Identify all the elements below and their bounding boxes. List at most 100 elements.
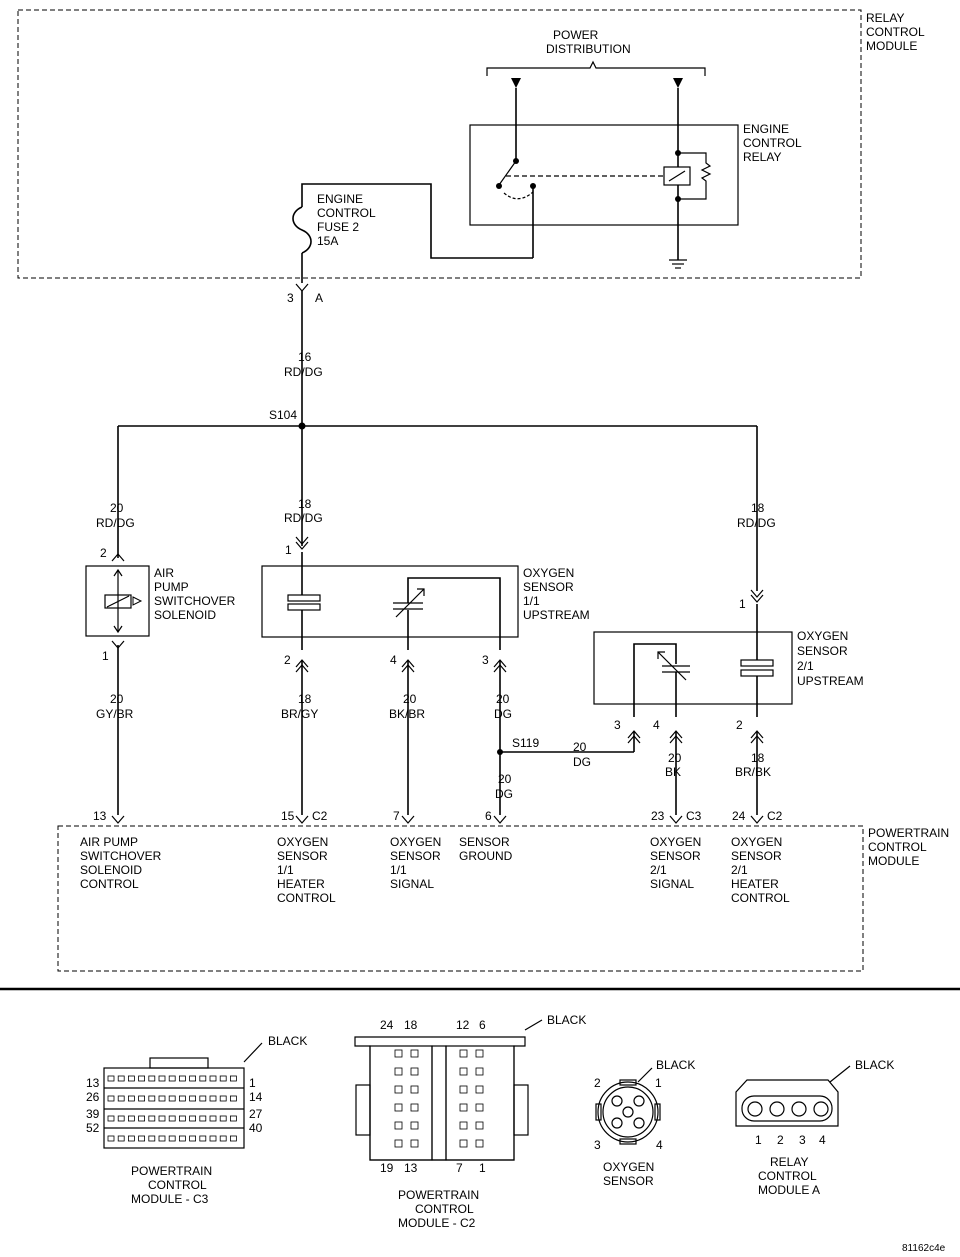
svg-text:HEATER: HEATER xyxy=(731,877,779,891)
pin-cavity xyxy=(219,1095,227,1102)
svg-text:MODULE A: MODULE A xyxy=(758,1183,820,1197)
svg-text:OXYGEN: OXYGEN xyxy=(731,835,782,849)
svg-text:26: 26 xyxy=(86,1090,100,1104)
pin-cavity xyxy=(199,1095,207,1102)
svg-text:OXYGEN: OXYGEN xyxy=(390,835,441,849)
svg-text:MODULE - C3: MODULE - C3 xyxy=(131,1192,209,1206)
pin-cavity xyxy=(219,1075,227,1082)
pin-cavity xyxy=(189,1115,197,1122)
pin-cavity xyxy=(459,1103,468,1112)
svg-text:18: 18 xyxy=(298,692,312,706)
pcm-pin-13: 13 AIR PUMP SWITCHOVER SOLENOID CONTROL xyxy=(80,809,162,891)
svg-text:15: 15 xyxy=(281,809,295,823)
pin-cavity xyxy=(158,1095,166,1102)
svg-text:DG: DG xyxy=(495,787,513,801)
svg-text:20: 20 xyxy=(110,501,124,515)
svg-text:13: 13 xyxy=(93,809,107,823)
pin-cavity xyxy=(394,1049,403,1058)
pcm-pin-15: 15 C2 OXYGEN SENSOR 1/1 HEATER CONTROL xyxy=(277,809,336,905)
pin-cavity xyxy=(148,1135,156,1142)
svg-text:RELAY: RELAY xyxy=(770,1155,808,1169)
variable-resistor-icon xyxy=(393,588,425,650)
o2-downstream-pin-1 xyxy=(750,589,764,603)
svg-text:SWITCHOVER: SWITCHOVER xyxy=(154,594,236,608)
svg-text:CONTROL: CONTROL xyxy=(415,1202,474,1216)
svg-text:SENSOR: SENSOR xyxy=(390,849,441,863)
pin-cavity xyxy=(475,1103,484,1112)
pin-cavity xyxy=(459,1139,468,1148)
o2-upstream-wire-signal-label: 20 BK/BR xyxy=(389,692,425,721)
pcm-c2-connector-view: BLACK 24 18 12 6 19 13 7 1 POWERTRAIN CO… xyxy=(354,1013,586,1230)
fuse-connector-pin-number: 3 xyxy=(287,291,294,305)
pin-cavity xyxy=(219,1135,227,1142)
svg-text:1: 1 xyxy=(655,1076,662,1090)
o2-downstream-pin-1-label: 1 xyxy=(739,597,746,611)
pcm-c3-connector-view: BLACK 13 26 39 52 1 14 27 40 POWERTRAIN … xyxy=(86,1034,307,1206)
svg-text:CONTROL: CONTROL xyxy=(148,1178,207,1192)
svg-text:BR/GY: BR/GY xyxy=(281,707,318,721)
svg-text:16: 16 xyxy=(298,350,312,364)
pin-cavity xyxy=(117,1115,125,1122)
relay-control-module-boundary xyxy=(17,9,862,279)
svg-text:SIGNAL: SIGNAL xyxy=(390,877,434,891)
svg-text:SENSOR: SENSOR xyxy=(603,1174,654,1188)
pin-cavity xyxy=(138,1135,146,1142)
svg-text:CONTROL: CONTROL xyxy=(868,840,927,854)
svg-text:MODULE - C2: MODULE - C2 xyxy=(398,1216,476,1230)
powertrain-control-module-label: POWERTRAIN CONTROL MODULE xyxy=(868,826,949,868)
o2-downstream-wire-ground-label: 20 DG xyxy=(573,740,591,769)
svg-text:2: 2 xyxy=(594,1076,601,1090)
heater-element-icon xyxy=(287,552,321,650)
pin-cavity xyxy=(138,1075,146,1082)
pin-cavity xyxy=(410,1139,419,1148)
splice-s104-label: S104 xyxy=(269,408,297,422)
svg-text:20: 20 xyxy=(498,772,512,786)
svg-text:OXYGEN: OXYGEN xyxy=(277,835,328,849)
svg-text:20: 20 xyxy=(110,692,124,706)
pin-cavity xyxy=(117,1095,125,1102)
pin-cavity xyxy=(199,1075,207,1082)
pin-cavity xyxy=(475,1067,484,1076)
svg-text:ENGINE: ENGINE xyxy=(743,122,789,136)
svg-text:12: 12 xyxy=(456,1018,470,1032)
svg-text:2/1: 2/1 xyxy=(731,863,748,877)
svg-text:6: 6 xyxy=(479,1018,486,1032)
svg-text:20: 20 xyxy=(573,740,587,754)
heater-element-2-icon xyxy=(740,604,774,717)
svg-text:3: 3 xyxy=(594,1138,601,1152)
pin-cavity xyxy=(127,1075,135,1082)
air-pump-solenoid-icon xyxy=(104,568,143,634)
pin-cavity xyxy=(158,1115,166,1122)
svg-text:GY/BR: GY/BR xyxy=(96,707,134,721)
svg-text:GROUND: GROUND xyxy=(459,849,513,863)
pin-cavity xyxy=(394,1085,403,1094)
engine-control-relay-label: ENGINE CONTROL RELAY xyxy=(743,122,802,164)
pin-cavity xyxy=(178,1075,186,1082)
oxygen-sensor-connector-view: BLACK 2 1 3 4 OXYGEN SENSOR xyxy=(594,1058,695,1188)
svg-text:BK: BK xyxy=(665,765,681,779)
engine-control-relay-box xyxy=(469,124,739,226)
o2-sensor-2-1-box xyxy=(593,631,793,705)
svg-text:2/1: 2/1 xyxy=(650,863,667,877)
svg-text:2: 2 xyxy=(777,1133,784,1147)
pin-cavity xyxy=(410,1049,419,1058)
o2-upstream-wire-heater-label: 18 BR/GY xyxy=(281,692,318,721)
svg-text:27: 27 xyxy=(249,1107,263,1121)
power-feed-right-icon xyxy=(673,78,683,88)
pin-cavity xyxy=(229,1095,237,1102)
svg-text:OXYGEN: OXYGEN xyxy=(650,835,701,849)
o2-downstream-pin-3-label: 3 xyxy=(614,718,621,732)
pin-cavity xyxy=(459,1085,468,1094)
svg-text:13: 13 xyxy=(404,1161,418,1175)
svg-text:19: 19 xyxy=(380,1161,394,1175)
pin-cavity xyxy=(229,1115,237,1122)
pin-cavity xyxy=(158,1075,166,1082)
svg-text:DG: DG xyxy=(494,707,512,721)
svg-text:RELAY: RELAY xyxy=(866,11,904,25)
o2-upstream-pin-1-label: 1 xyxy=(285,543,292,557)
o2-sensor-1-1-label: OXYGEN SENSOR 1/1 UPSTREAM xyxy=(523,566,590,622)
splice-s119-label: S119 xyxy=(512,736,539,750)
svg-text:CONTROL: CONTROL xyxy=(317,206,376,220)
svg-text:CONTROL: CONTROL xyxy=(80,877,139,891)
pin-cavity xyxy=(168,1075,176,1082)
